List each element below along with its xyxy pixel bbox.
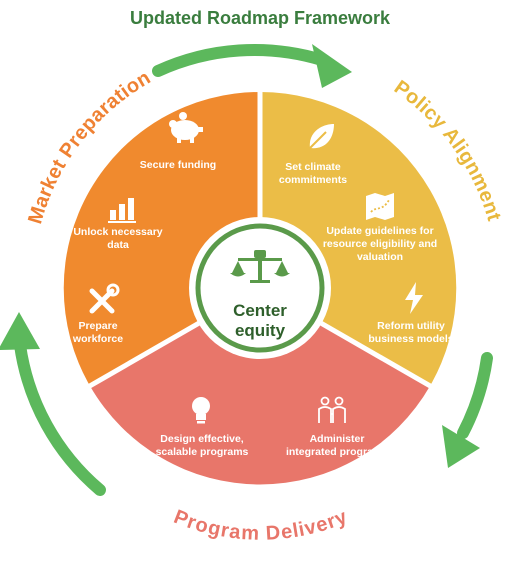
lightning-icon — [405, 282, 423, 314]
leaf-icon — [305, 124, 334, 153]
map-icon — [366, 193, 394, 220]
arrow-top-icon — [152, 43, 352, 88]
diagram-title: Updated Roadmap Framework — [130, 8, 391, 28]
arrow-right-icon — [442, 352, 493, 468]
scales-fist-icon — [230, 250, 290, 283]
program-delivery-label: Program Delivery — [171, 506, 351, 545]
cycle-arrows — [0, 43, 493, 496]
tools-icon — [89, 283, 120, 314]
design-programs-label: Design effective,scalable programs — [156, 433, 249, 458]
people-icon — [318, 396, 346, 423]
piggy-bank-icon — [169, 112, 203, 143]
secure-funding-label: Secure funding — [140, 159, 216, 171]
arrow-left-icon — [0, 312, 106, 496]
bar-chart-icon — [108, 198, 136, 223]
center-equity: Center equity — [189, 217, 331, 359]
center-label-line1: Center — [233, 301, 287, 320]
center-label-line2: equity — [235, 321, 286, 340]
lightbulb-icon — [192, 397, 210, 424]
